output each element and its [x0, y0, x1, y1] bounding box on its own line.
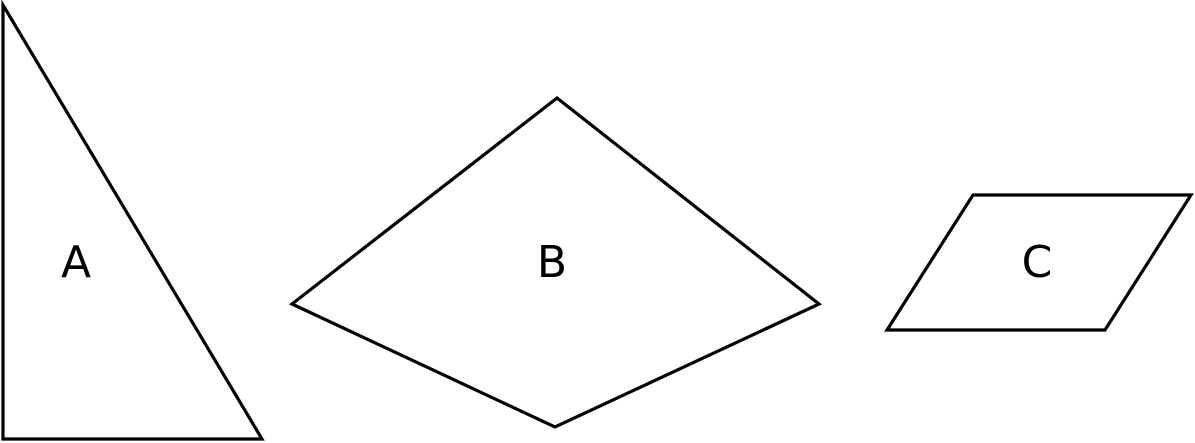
shape-c: C: [884, 193, 1194, 332]
shape-a-label: A: [61, 237, 91, 288]
shape-b: B: [288, 95, 823, 429]
shape-a: A: [1, 0, 265, 441]
shape-a-outline: [1, 0, 265, 441]
shape-c-label: C: [1022, 237, 1053, 288]
shape-b-outline: [288, 95, 823, 429]
shape-b-label: B: [537, 237, 567, 288]
shape-c-outline: [884, 193, 1194, 332]
